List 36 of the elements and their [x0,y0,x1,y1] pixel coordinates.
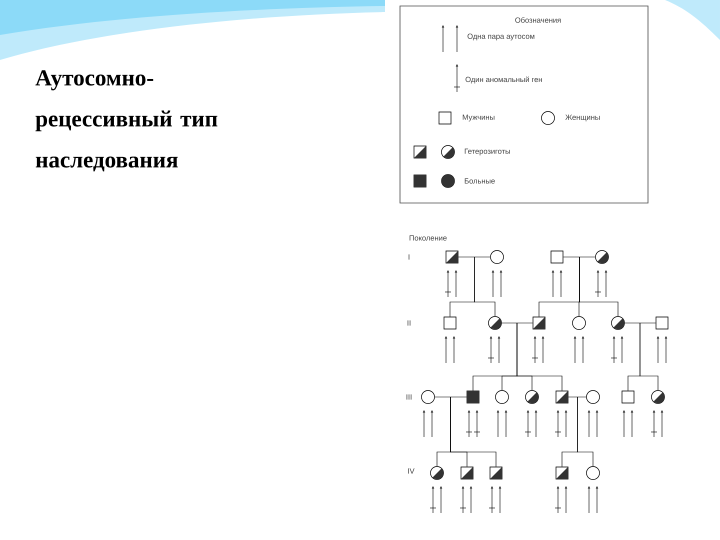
male-square [656,316,668,330]
descent-line [640,322,658,390]
female-circle [586,466,600,480]
mating-line [624,322,656,324]
descent-line [579,256,618,316]
male-square [550,250,564,264]
female-circle [525,390,539,404]
male-square [532,316,546,330]
female-circle [490,250,504,264]
male-square [556,466,568,480]
descent-line [474,256,496,316]
male-square [444,316,456,330]
female-circle [421,390,435,404]
mating-line [458,256,490,258]
mating-line [434,396,467,398]
descent-line [450,396,496,467]
male-square [466,390,480,404]
female-circle [495,390,509,404]
female-circle [651,390,665,404]
mating-line [568,396,586,398]
male-square [622,390,634,404]
male-square [460,466,474,480]
descent-line [516,322,562,391]
title: Аутосомно-рецессивный тип наследования [35,70,218,172]
male-square [446,250,458,264]
female-circle [595,250,609,264]
male-square [490,466,502,480]
female-circle [611,316,625,330]
female-circle [586,390,600,404]
female-circle [488,316,502,330]
male-square [556,390,568,404]
descent-line [577,396,594,466]
female-circle [572,316,586,330]
female-circle [430,466,444,480]
mating-line [563,256,596,258]
mating-line [502,322,533,324]
